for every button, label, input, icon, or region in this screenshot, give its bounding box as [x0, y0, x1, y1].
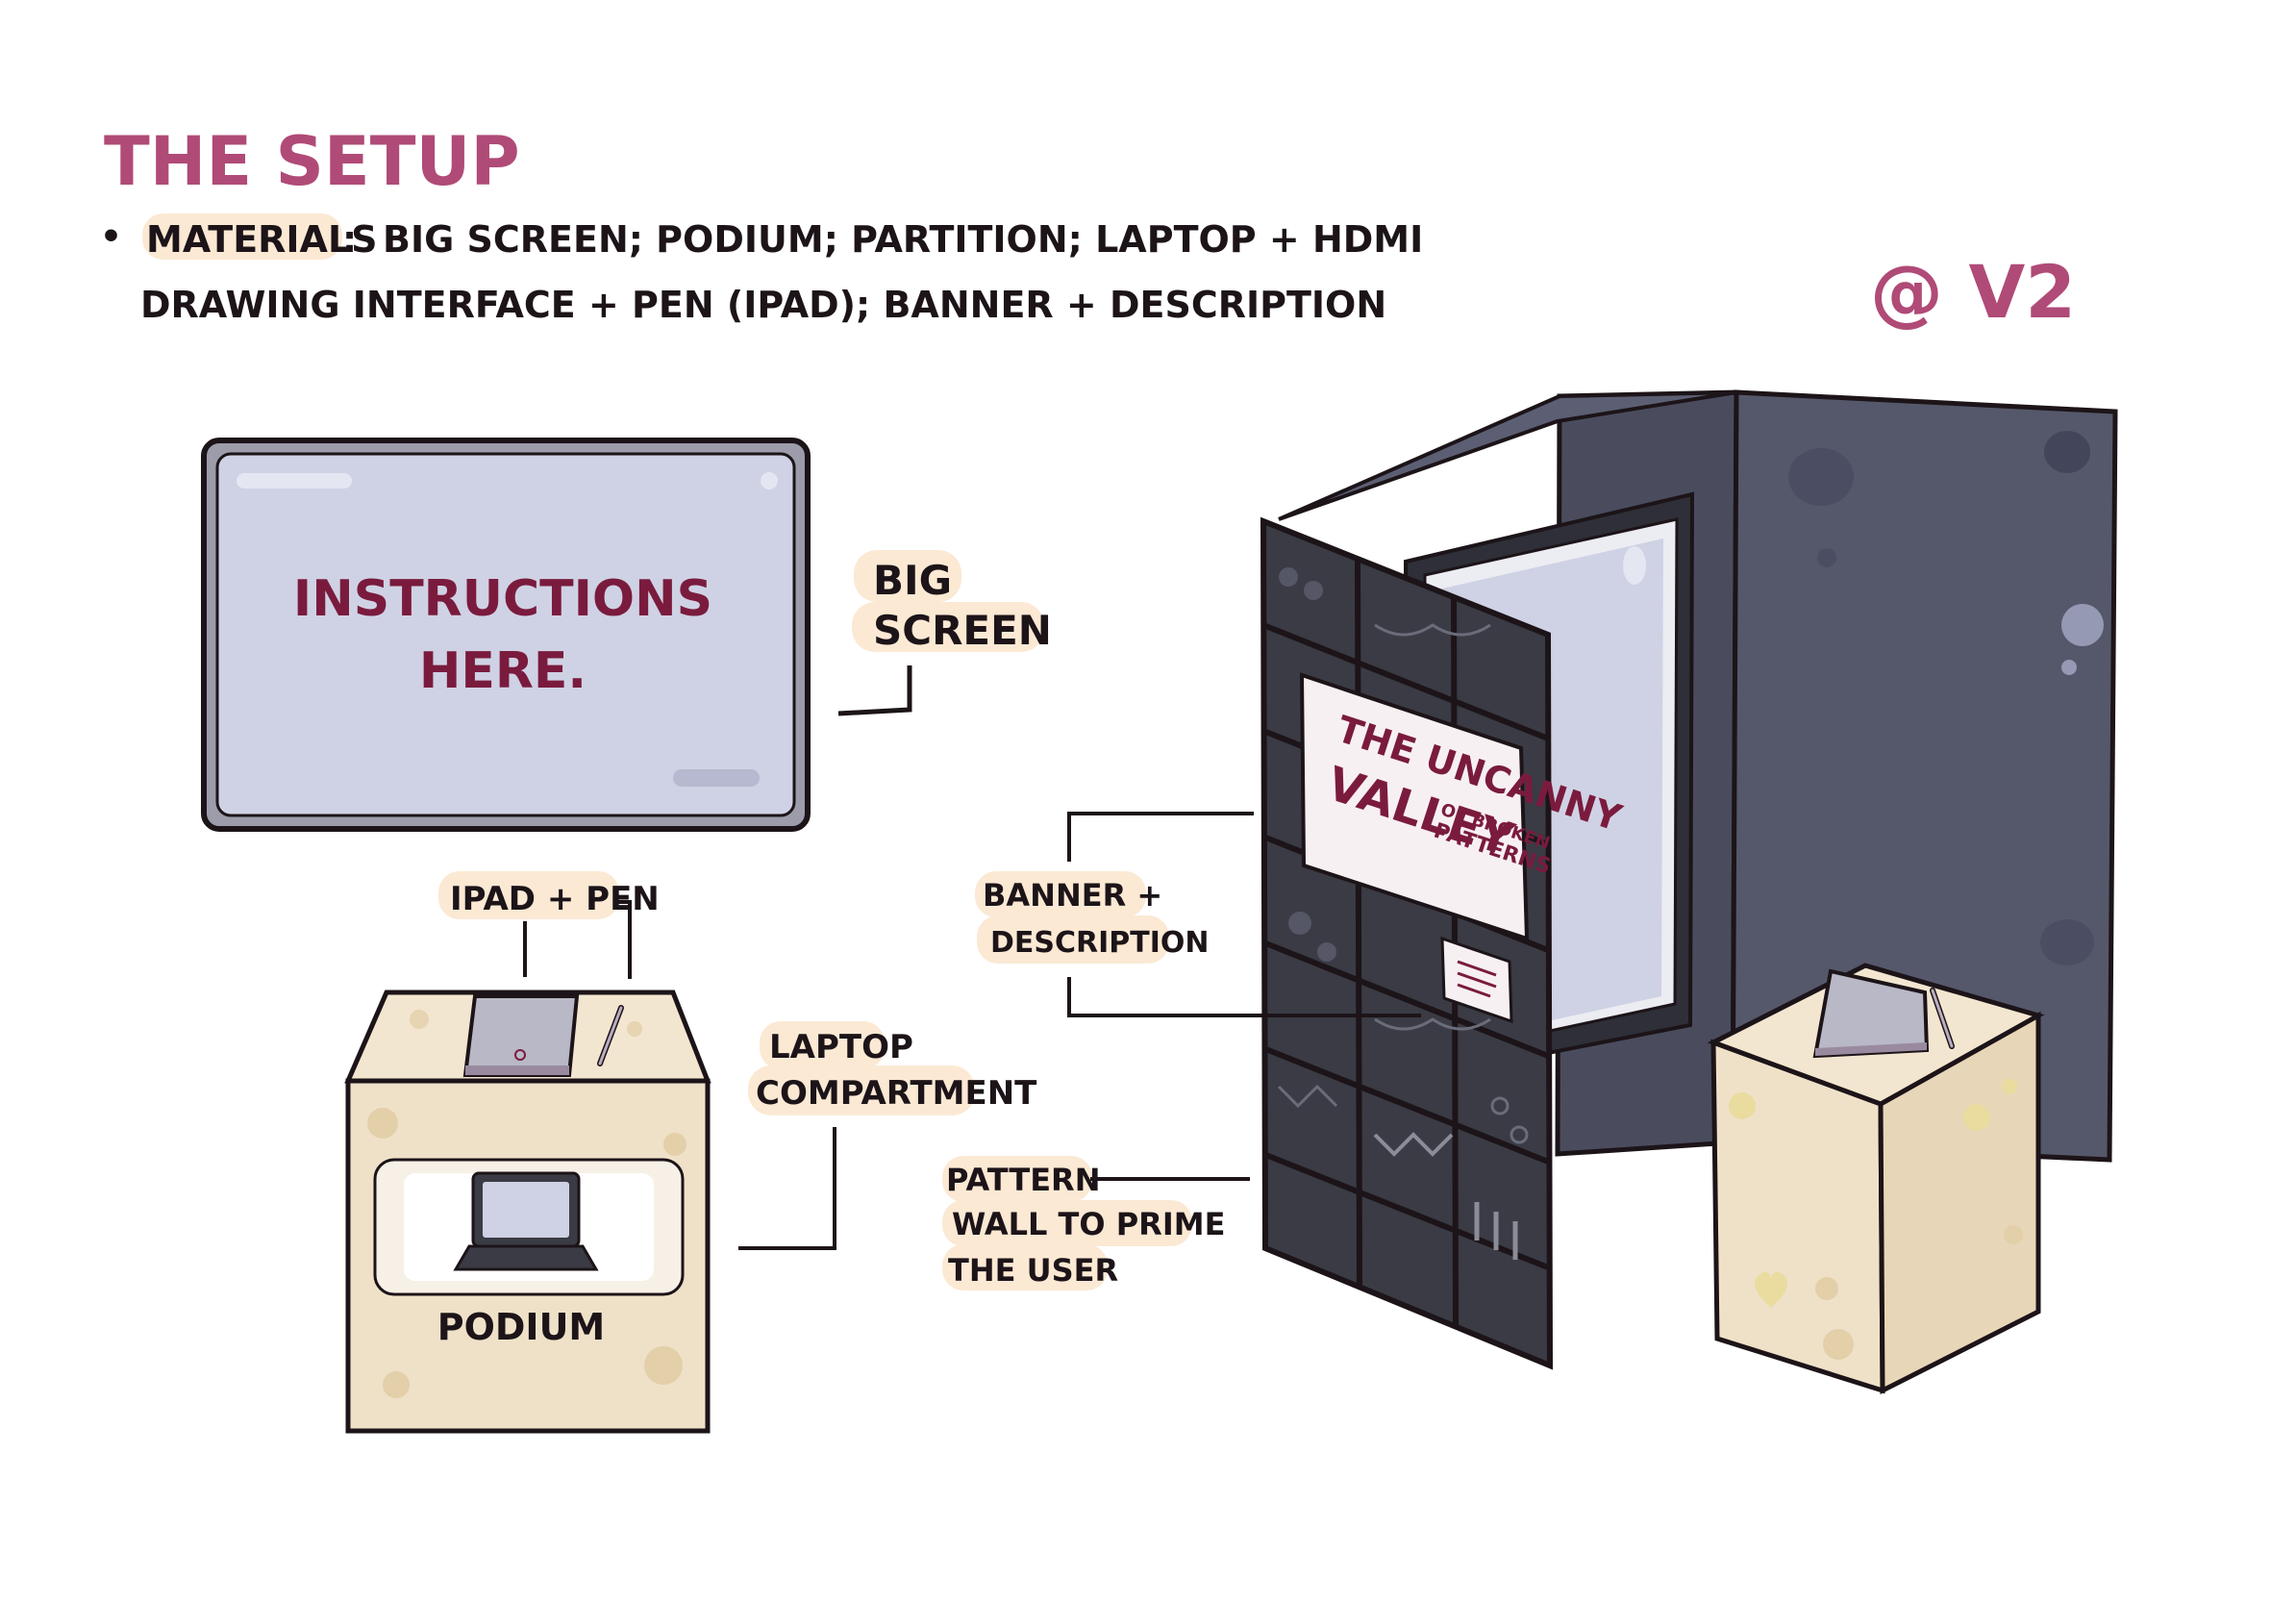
materials-line-2: DRAWING INTERFACE + PEN (IPAD); BANNER +…: [140, 284, 1386, 326]
banner-label-1: BANNER +: [983, 877, 1162, 914]
banner-label-2: DESCRIPTION: [990, 926, 1210, 960]
materials-line-1: BIG SCREEN; PODIUM; PARTITION; LAPTOP + …: [383, 218, 1423, 261]
big-screen-label-1: BIG: [873, 557, 952, 604]
podium-label: PODIUM: [437, 1306, 606, 1348]
laptop-label-2: COMPARTMENT: [756, 1074, 1037, 1113]
materials-colon: :: [342, 218, 357, 261]
pattern-label-highlight-2: [942, 1200, 1192, 1246]
laptop-label-highlight-2: [748, 1065, 975, 1115]
pattern-wall: [1260, 516, 1554, 1370]
page-title: THE SETUP: [104, 122, 520, 201]
pattern-label-2: WALL TO PRIME: [952, 1206, 1225, 1242]
laptop-label-1: LAPTOP: [769, 1028, 913, 1066]
pattern-label-3: THE USER: [948, 1252, 1118, 1289]
materials-highlight: [142, 213, 342, 260]
ipad-icon-right: [1812, 968, 1930, 1059]
ipad-pen-label: IPAD + PEN: [450, 880, 660, 918]
big-screen-leader: [837, 665, 912, 716]
big-screen-label-highlight-2: [852, 602, 1044, 652]
laptop-leader: [738, 1127, 836, 1250]
laptop-label-highlight-1: [760, 1021, 885, 1069]
podium-right: [1707, 963, 2045, 1395]
laptop: [453, 1171, 599, 1271]
ipad-icon: [462, 994, 580, 1077]
banner-label-highlight-1: [975, 871, 1146, 917]
big-screen: INSTRUCTIONS HERE.: [201, 438, 811, 832]
materials-label: MATERIALS: [146, 218, 378, 261]
banner-label-highlight-2: [977, 915, 1169, 964]
screen-text-line-1: INSTRUCTIONS: [293, 570, 712, 628]
bullet: •: [100, 217, 122, 257]
big-screen-label-2: SCREEN: [873, 607, 1052, 654]
description-leader: [1067, 977, 1421, 1017]
banner-leader: [1067, 812, 1254, 862]
screen-text-line-2: HERE.: [419, 642, 586, 700]
ipad-pen-label-highlight: [438, 871, 619, 919]
version-tag: @ V2: [1870, 249, 2076, 335]
banner: THE UNCANNY VALLEY OF BROKEN PATTERNS: [1299, 672, 1627, 941]
description-card: [1440, 936, 1513, 1024]
pen-leader: [615, 900, 632, 979]
pattern-label-1: PATTERN: [946, 1162, 1100, 1198]
pattern-label-highlight-3: [942, 1244, 1108, 1291]
big-screen-label-highlight-1: [854, 550, 961, 602]
pattern-label-highlight-1: [942, 1156, 1092, 1202]
